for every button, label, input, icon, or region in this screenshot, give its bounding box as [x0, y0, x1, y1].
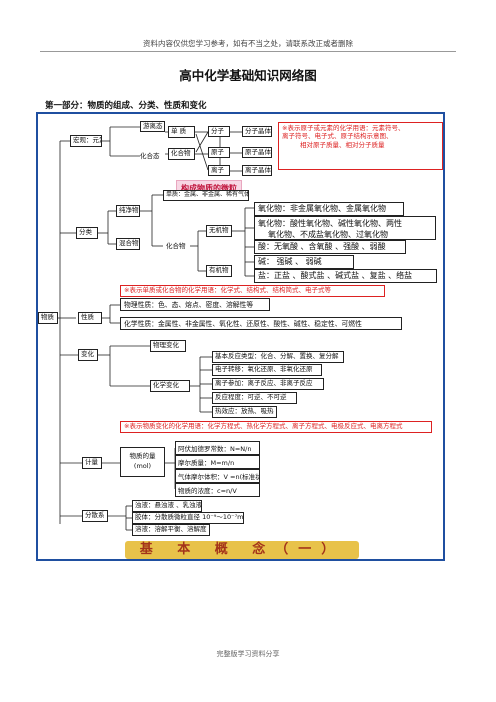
node-reaction-types: 基本反应类型：化合、分解、置换、复分解 [212, 351, 344, 363]
node-concentration: 物质的浓度：c=n/V [175, 483, 260, 497]
node-root: 物质 [38, 312, 58, 324]
node-colloid: 胶体：分散质微粒直径 10⁻⁹～10⁻⁷m [132, 512, 244, 524]
node-dispersion: 分散系 [82, 510, 108, 522]
node-base: 碱： 强碱 、 弱碱 [254, 255, 354, 269]
node-oxide-detail: 氧化物：酸性氧化物、碱性氧化物、两性 氧化物、不成盐氧化物、过氧化物 [254, 216, 436, 240]
node-macro: 宏观：元素 [70, 135, 102, 147]
node-inorganic: 无机物 [206, 225, 232, 237]
node-acid: 酸：无氧酸 、含氧酸 、强酸 、弱酸 [254, 240, 406, 254]
node-molecule: 分子 [208, 126, 230, 137]
node-classification: 分类 [76, 227, 98, 239]
node-calculation: 计量 [82, 457, 102, 469]
node-compound-2: 化合物 [166, 242, 186, 250]
note-change-symbols: ※表示物质变化的化学用语：化学方程式、热化学方程式、离子方程式、电极反应式、电离… [120, 421, 432, 433]
page-header: 资料内容仅供您学习参考，如有不当之处，请联系改正或者删除 [143, 39, 353, 48]
note-compound-symbols: ※表示单质或化合物的化学用语：化学式、结构式、结构简式、电子式等 [120, 285, 385, 297]
node-change: 变化 [78, 349, 98, 361]
node-combined-state: 化合态 [140, 152, 160, 160]
node-ion: 离子 [208, 165, 230, 176]
node-atom: 原子 [208, 147, 230, 158]
node-amount-of-substance: 物质的量 (mol) [120, 447, 165, 477]
node-heat-effect: 热效应：放热、吸热 [212, 406, 277, 418]
page-title: 高中化学基础知识网络图 [179, 68, 317, 83]
node-ion-participation: 离子参加：离子反应、非离子反应 [212, 378, 324, 390]
node-elemental-types: 单质：金属、非金属、稀有气体 [163, 190, 249, 201]
note-atomic-symbols: ※表示原子或元素的化学用语：元素符号、 离子符号、电子式、原子结构示意图、 相对… [278, 122, 443, 170]
node-molecular-crystal: 分子晶体 [242, 126, 272, 137]
node-properties: 性质 [78, 312, 102, 324]
node-electron-transfer: 电子转移：氧化还原、非氧化还原 [212, 364, 322, 376]
node-salt: 盐：正盐 、酸式盐 、碱式盐 、复盐 、络盐 [254, 269, 437, 283]
node-solution: 溶液：溶解平衡、溶解度 [132, 524, 210, 536]
node-ionic-crystal: 离子晶体 [242, 165, 272, 176]
node-elemental: 单 质 [168, 126, 195, 138]
node-pure: 纯净物 [116, 205, 140, 217]
node-molar-mass: 摩尔质量：M=m/n [175, 455, 260, 469]
diagram-frame [36, 112, 445, 561]
node-oxide-title: 氧化物：非金属氧化物、金属氧化物 [254, 202, 404, 216]
banner-basic-concepts: 基 本 概 念（一） [125, 541, 359, 559]
header-divider [40, 51, 456, 52]
node-reaction-degree: 反应程度：可逆、不可逆 [212, 392, 297, 404]
node-physical-change: 物理变化 [150, 340, 186, 352]
node-avogadro: 阿伏加德罗常数：N=N/n [175, 441, 260, 455]
node-molar-volume: 气体摩尔体积：V =n(标准状况) [175, 469, 260, 483]
node-chemical-properties: 化学性质：金属性、非金属性、氧化性、还原性、酸性、碱性、稳定性、可燃性 [120, 317, 402, 330]
node-free-state: 游离态 [140, 121, 165, 132]
part-heading: 第一部分：物质的组成、分类、性质和变化 [45, 101, 207, 111]
node-compound: 化合物 [168, 148, 195, 160]
page-footer: 完整版学习资料分享 [216, 650, 280, 658]
node-atomic-crystal: 原子晶体 [242, 147, 272, 158]
node-physical-properties: 物理性质：色、态、熔点、密度、溶解性等 [120, 298, 270, 311]
node-suspension: 浊液：悬浊液 、乳浊液 [132, 500, 202, 512]
node-organic: 有机物 [206, 265, 232, 277]
node-chemical-change: 化学变化 [150, 380, 190, 392]
node-mixture: 混合物 [116, 238, 140, 250]
